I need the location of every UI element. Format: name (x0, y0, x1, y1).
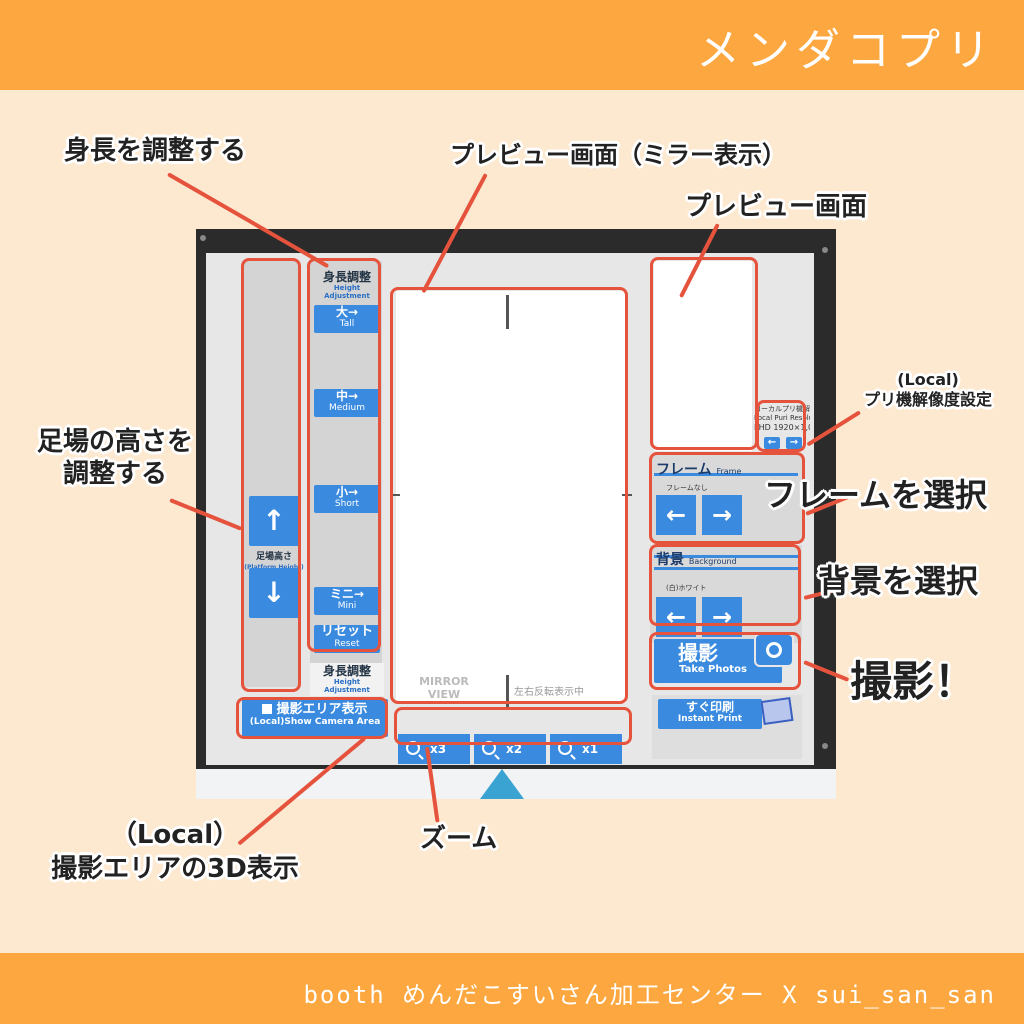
annotation-shoot: 撮影！ (850, 657, 977, 706)
platform-up-button[interactable]: ↑ (249, 496, 299, 546)
background-prev-button[interactable]: ← (656, 597, 696, 637)
background-section: 背景 Background (白)ホワイト ← → (650, 545, 802, 643)
zoom-x2-button[interactable]: x2 (474, 734, 546, 764)
height-tall-button[interactable]: 大→Tall (314, 305, 380, 333)
annotation-resolution: (Local) プリ機解像度設定 (863, 370, 992, 409)
print-icon (760, 697, 794, 725)
instant-print-button[interactable]: すぐ印刷 Instant Print (658, 699, 762, 729)
frame-prev-button[interactable]: ← (656, 495, 696, 535)
top-banner: メンダコプリ (0, 0, 1024, 90)
resolution-prev-button[interactable]: ← (764, 437, 780, 449)
frame-next-button[interactable]: → (702, 495, 742, 535)
credit-text: booth めんだこすいさん加工センター X sui_san_san (303, 981, 996, 1009)
height-medium-button[interactable]: 中→Medium (314, 389, 380, 417)
height-mini-button[interactable]: ミニ→Mini (314, 587, 380, 615)
frame-title: フレーム Frame (656, 462, 742, 478)
magnifier-icon (406, 741, 420, 755)
annotation-background: 背景を選択 (818, 562, 979, 600)
annotation-frame: フレームを選択 (764, 476, 988, 514)
resolution-info: ローカルプリ機解像度 Local Puri Resolution FHD 192… (754, 405, 810, 432)
annotation-zoom: ズーム (420, 824, 498, 854)
rivet-icon (200, 235, 206, 241)
frame-section: フレーム Frame フレームなし ← → (650, 455, 802, 541)
rivet-icon (822, 743, 828, 749)
magnifier-icon (558, 741, 572, 755)
checkbox-icon (262, 704, 273, 714)
annotation-mirror: プレビュー画面（ミラー表示） (450, 141, 786, 169)
background-title: 背景 Background (656, 552, 737, 568)
annotation-height: 身長を調整する (64, 136, 247, 166)
floor-accent (480, 769, 524, 799)
rivet-icon (822, 247, 828, 253)
mirror-preview (396, 291, 626, 703)
center-marker-bottom (506, 675, 509, 709)
background-next-button[interactable]: → (702, 597, 742, 637)
frame-current: フレームなし (666, 484, 708, 492)
puri-machine-screenshot: ↑ 足場高さ (Platform Height) ↓ 身長調整 Height A… (196, 229, 836, 799)
background-current: (白)ホワイト (666, 584, 707, 592)
side-marker-left (390, 494, 400, 496)
annotation-preview: プレビュー画面 (685, 192, 868, 222)
annotation-platform: 足場の高さを 調整する (36, 427, 193, 489)
side-marker-right (622, 494, 632, 496)
magnifier-icon (482, 741, 496, 755)
mirror-status-label: 左右反転表示中 (514, 687, 584, 698)
mirror-view-label: MIRROR VIEW (419, 675, 469, 701)
show-camera-area-toggle[interactable]: 撮影エリア表示 (Local)Show Camera Area (242, 699, 388, 737)
zoom-x1-button[interactable]: x1 (550, 734, 622, 764)
platform-column (242, 261, 298, 687)
control-panel: ↑ 足場高さ (Platform Height) ↓ 身長調整 Height A… (206, 253, 814, 765)
platform-label: 足場高さ (Platform Height) (244, 552, 303, 571)
resolution-next-button[interactable]: → (786, 437, 802, 449)
annotation-camera-area: （Local） 撮影エリアの3D表示 (51, 820, 299, 884)
preview-screen (654, 261, 752, 451)
bottom-banner: booth めんだこすいさん加工センター X sui_san_san (0, 953, 1024, 1024)
zoom-x3-button[interactable]: x3 (398, 734, 470, 764)
app-title: メンダコプリ (696, 25, 996, 76)
center-marker-top (506, 295, 509, 329)
height-header: 身長調整 Height Adjustment (322, 270, 371, 301)
height-short-button[interactable]: 小→Short (314, 485, 380, 513)
camera-icon (754, 633, 794, 667)
height-footer: 身長調整 Height Adjustment (310, 663, 384, 696)
platform-down-button[interactable]: ↓ (249, 568, 299, 618)
